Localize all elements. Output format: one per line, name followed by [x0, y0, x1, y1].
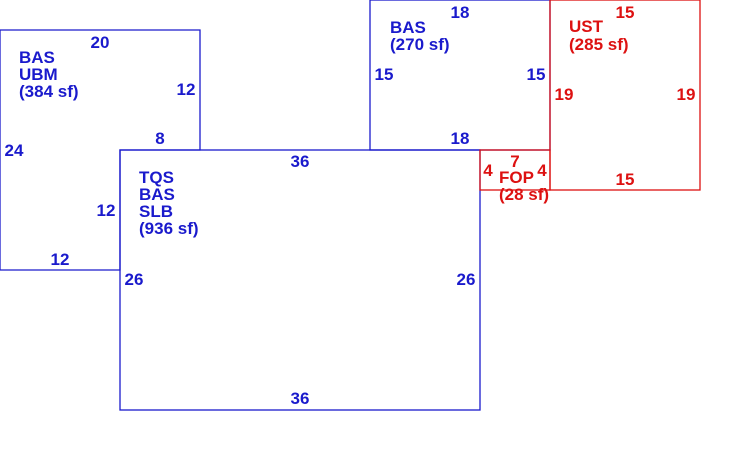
tqs-dim-left: 26 — [125, 270, 144, 289]
ust-area-label: UST (285 sf) — [569, 17, 629, 54]
tqs-dim-top: 36 — [291, 152, 310, 171]
tqs-area-label: TQS BAS SLB (936 sf) — [139, 168, 199, 238]
ust-dim-right: 19 — [677, 85, 696, 104]
fop-dim-top: 7 — [510, 152, 519, 171]
tqs-area: TQS BAS SLB (936 sf) 36 26 26 36 — [125, 152, 476, 408]
ust-dim-left: 19 — [555, 85, 574, 104]
ust-area-outline — [549, 0, 701, 191]
ust-area: UST (285 sf) 15 19 19 15 — [555, 3, 696, 189]
bas-upper-dim-bottom: 18 — [451, 129, 470, 148]
fop-area-outline — [479, 149, 551, 191]
bas-upper-dim-top: 18 — [451, 3, 470, 22]
ubm-dim-top: 20 — [91, 33, 110, 52]
fop-dim-right: 4 — [537, 161, 547, 180]
ubm-area-label: BAS UBM (384 sf) — [19, 48, 79, 101]
fop-dim-left: 4 — [483, 161, 493, 180]
ubm-area: BAS UBM (384 sf) 20 12 8 24 12 12 — [5, 33, 196, 269]
ubm-dim-right-step: 8 — [155, 129, 164, 148]
ubm-dim-bottom: 12 — [51, 250, 70, 269]
tqs-area-outline — [119, 149, 481, 411]
area-outlines — [0, 0, 701, 411]
bas-upper-area: BAS (270 sf) 18 15 15 18 — [375, 3, 546, 148]
tqs-dim-bottom: 36 — [291, 389, 310, 408]
bas-upper-dim-left: 15 — [375, 65, 394, 84]
ubm-dim-right-lower: 12 — [97, 201, 116, 220]
fop-area-label: FOP (28 sf) — [499, 168, 549, 204]
tqs-dim-right: 26 — [457, 270, 476, 289]
ust-dim-top: 15 — [616, 3, 635, 22]
ubm-dim-right-upper: 12 — [177, 80, 196, 99]
bas-upper-dim-right: 15 — [527, 65, 546, 84]
fop-area: 7 4 4 FOP (28 sf) — [483, 152, 549, 204]
ust-dim-bottom: 15 — [616, 170, 635, 189]
ubm-dim-left: 24 — [5, 141, 24, 160]
bas-upper-area-label: BAS (270 sf) — [390, 18, 450, 54]
